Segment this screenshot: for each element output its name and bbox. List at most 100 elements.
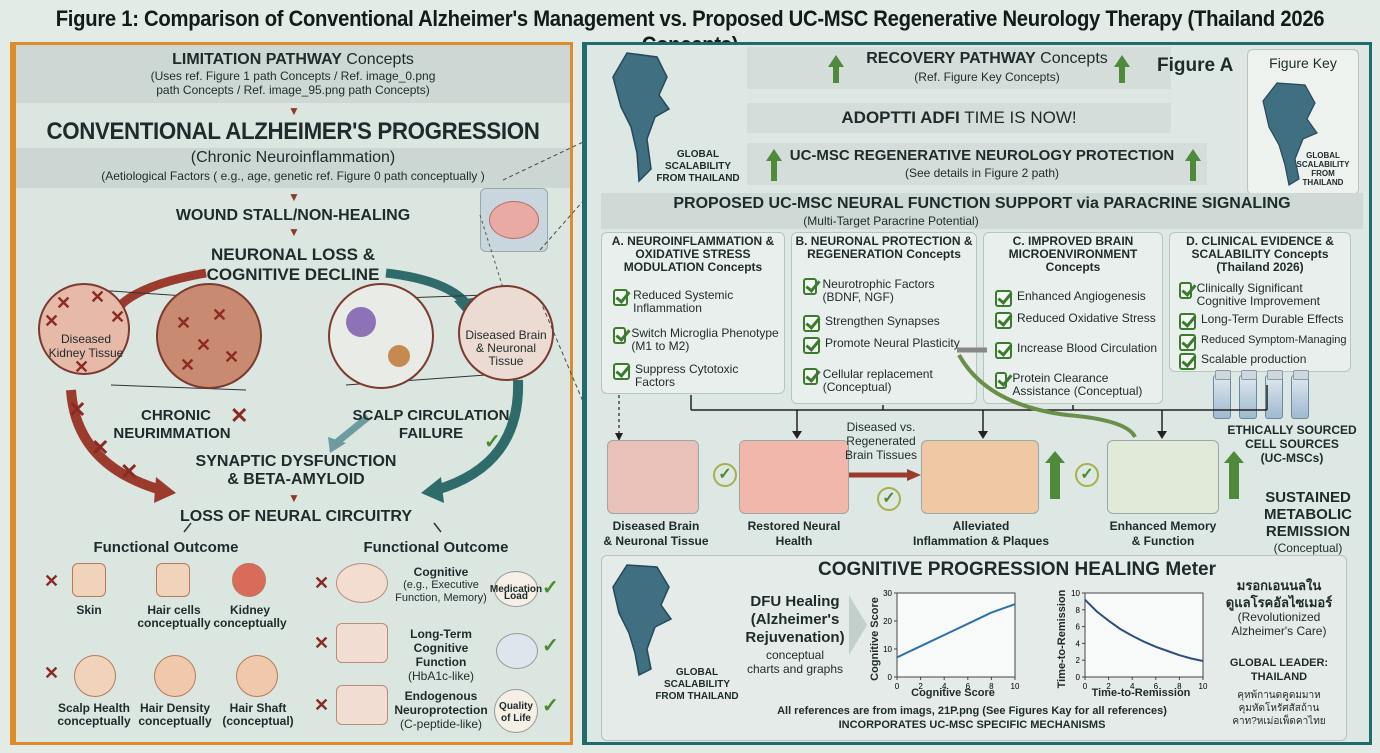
x-mark-icon: ✕ <box>196 335 212 355</box>
right-panel: GLOBAL SCALABILITY FROM THAILAND RECOVER… <box>582 42 1372 745</box>
arrow-scalp <box>333 414 371 446</box>
ucmsc-band <box>747 143 1207 185</box>
y-tick-label: 8 <box>1076 606 1081 615</box>
arrow-right-curve <box>385 268 470 307</box>
stage-restored-1: Restored Neural <box>747 519 841 533</box>
outcome-shaft-2: (conceptual) <box>222 714 294 728</box>
col-c-item-2-label: Increase Blood Circulation <box>1017 341 1158 355</box>
y-tick-label: 0 <box>1076 673 1081 682</box>
col-d-item-1-label: Long-Term Durable Effects <box>1201 312 1344 326</box>
loss-neural-circuitry: LOSS OF NEURAL CIRCUITRY <box>179 508 412 525</box>
left-title: CONVENTIONAL ALZHEIMER'S PROGRESSION <box>46 118 540 145</box>
col-a-item-1-label: Switch Microglia Phenotype (M1 to M2) <box>631 326 779 353</box>
flow-connectors <box>615 347 1268 481</box>
stage-vs-3: Brain Tissues <box>844 448 918 462</box>
dfu-2: (Alzheimer's <box>750 611 840 628</box>
x-mark-icon: ✕ <box>314 633 330 653</box>
x-mark-icon: ✕ <box>56 293 72 313</box>
medication-1: Medication <box>489 583 543 595</box>
check-icon <box>995 312 1012 329</box>
check-icon: ✓ <box>713 463 737 487</box>
adopt-header: ADOPTTI ADFI TIME IS NOW! <box>747 108 1171 128</box>
col-b-item-2-label: Promote Neural Plasticity <box>825 336 960 350</box>
skin-icon <box>72 563 106 597</box>
scalp-label-2: FAILURE <box>398 425 464 442</box>
medication-2: Load <box>504 591 528 602</box>
check-icon <box>1179 353 1196 370</box>
col-c-item-1: Reduced Oxidative Stress <box>995 312 1159 329</box>
decline-chart-icon <box>336 623 388 663</box>
key-map-label-3: FROM <box>1311 169 1335 178</box>
x-mark-icon: ✕ <box>314 695 330 715</box>
thai-4: คุมหัดโหรัศสัสถ้าน <box>1238 703 1320 714</box>
col-a-item-0-label: Reduced Systemic Inflammation <box>633 288 734 315</box>
y-tick-label: 10 <box>883 645 892 654</box>
outcome-scalp-1: Scalp Health <box>57 701 131 715</box>
map-top-label-3: FROM THAILAND <box>656 173 740 184</box>
long-term-1: Long-Term <box>410 627 472 641</box>
y-tick-label: 0 <box>888 673 893 682</box>
chronic-label-1: CHRONIC <box>141 407 211 424</box>
dashed-connector <box>479 214 505 292</box>
check-icon <box>995 290 1012 307</box>
kidney-icon <box>232 563 266 597</box>
stage-vs-2: Regenerated <box>846 434 916 448</box>
col-b-item-0-label: Neurotrophic Factors (BDNF, NGF) <box>822 277 935 304</box>
down-arrow-icon: ▼ <box>288 104 300 118</box>
plot-area <box>896 592 1016 678</box>
x-mark-icon: ✕ <box>180 355 196 375</box>
meter-title: COGNITIVE PROGRESSION HEALING Meter <box>818 559 1216 580</box>
ucmsc-sub: (See details in Figure 2 path) <box>904 166 1060 180</box>
outcome-skin: Skin <box>76 603 102 617</box>
decline-chart-icon <box>154 655 196 697</box>
x-mark-icon: ✕ <box>68 397 87 422</box>
column-d-title: D. CLINICAL EVIDENCE & SCALABILITY Conce… <box>1186 234 1334 274</box>
map-bottom-label-1: GLOBAL <box>675 667 719 678</box>
revolutionized-1: (Revolutionized <box>1237 610 1321 624</box>
col-c-item-0: Enhanced Angiogenesis <box>995 290 1159 307</box>
x-tick-label: 10 <box>1011 682 1020 691</box>
x-tick-label: 2 <box>918 682 923 691</box>
x-tick-label: 6 <box>1154 682 1159 691</box>
plot-area <box>1084 592 1204 678</box>
y-tick-label: 2 <box>1076 656 1081 665</box>
thai-2: ดูแลโรคอัลไซเมอร์ <box>1225 595 1333 610</box>
outcome-density-2: conceptually <box>138 714 212 728</box>
x-tick-label: 4 <box>942 682 947 691</box>
x-mark-icon: ✕ <box>44 663 60 683</box>
col-c-item-3-label: Protein Clearance Assistance (Conceptual… <box>1012 371 1143 398</box>
endogenous-2: Neuroprotection <box>394 703 488 717</box>
x-tick-label: 0 <box>1083 682 1088 691</box>
synaptic-1: SYNAPTIC DYSFUNCTION <box>195 453 397 470</box>
col-c-item-3: Protein Clearance Assistance (Conceptual… <box>995 372 1159 398</box>
kidney-tissue-circle <box>38 283 130 375</box>
sustained-2: METABOLIC <box>1263 506 1353 523</box>
limitation-ref-1: (Uses ref. Figure 1 path Concepts / Ref.… <box>150 69 436 83</box>
brain-icon <box>489 201 539 239</box>
arrow-small <box>433 522 442 533</box>
thailand-map-icon <box>612 52 671 183</box>
stage-diseased-1: Diseased Brain <box>612 519 700 533</box>
y-tick-label: 6 <box>1076 623 1081 632</box>
dfu-4: conceptual <box>765 648 825 662</box>
limitation-rest: Concepts <box>341 51 414 68</box>
x-tick-label: 0 <box>895 682 900 691</box>
check-icon <box>803 368 818 385</box>
col-d-item-2-label: Reduced Symptom-Managing <box>1201 334 1347 346</box>
sustained-1: SUSTAINED <box>1265 489 1351 506</box>
recovery-rest: Concepts <box>1035 50 1108 67</box>
recovery-band <box>747 47 1171 89</box>
check-icon: ✓ <box>484 431 501 453</box>
map-top-label-2: SCALABILITY <box>664 161 732 172</box>
quality-of-life-badge: Quality <box>494 689 538 733</box>
medication-load-badge: Medication <box>490 571 542 607</box>
scalp-label-1: SCALP CIRCULATION <box>352 407 510 424</box>
sustained-4: (Conceptual) <box>1273 541 1343 555</box>
col-b-item-1: Strengthen Synapses <box>803 315 973 332</box>
check-icon <box>1179 282 1192 299</box>
up-arrow-icon <box>1045 451 1065 463</box>
brain-circle-label-1: Diseased Brain <box>465 328 547 342</box>
vial-icon <box>1265 370 1283 419</box>
alleviated-brain-image <box>921 440 1039 514</box>
